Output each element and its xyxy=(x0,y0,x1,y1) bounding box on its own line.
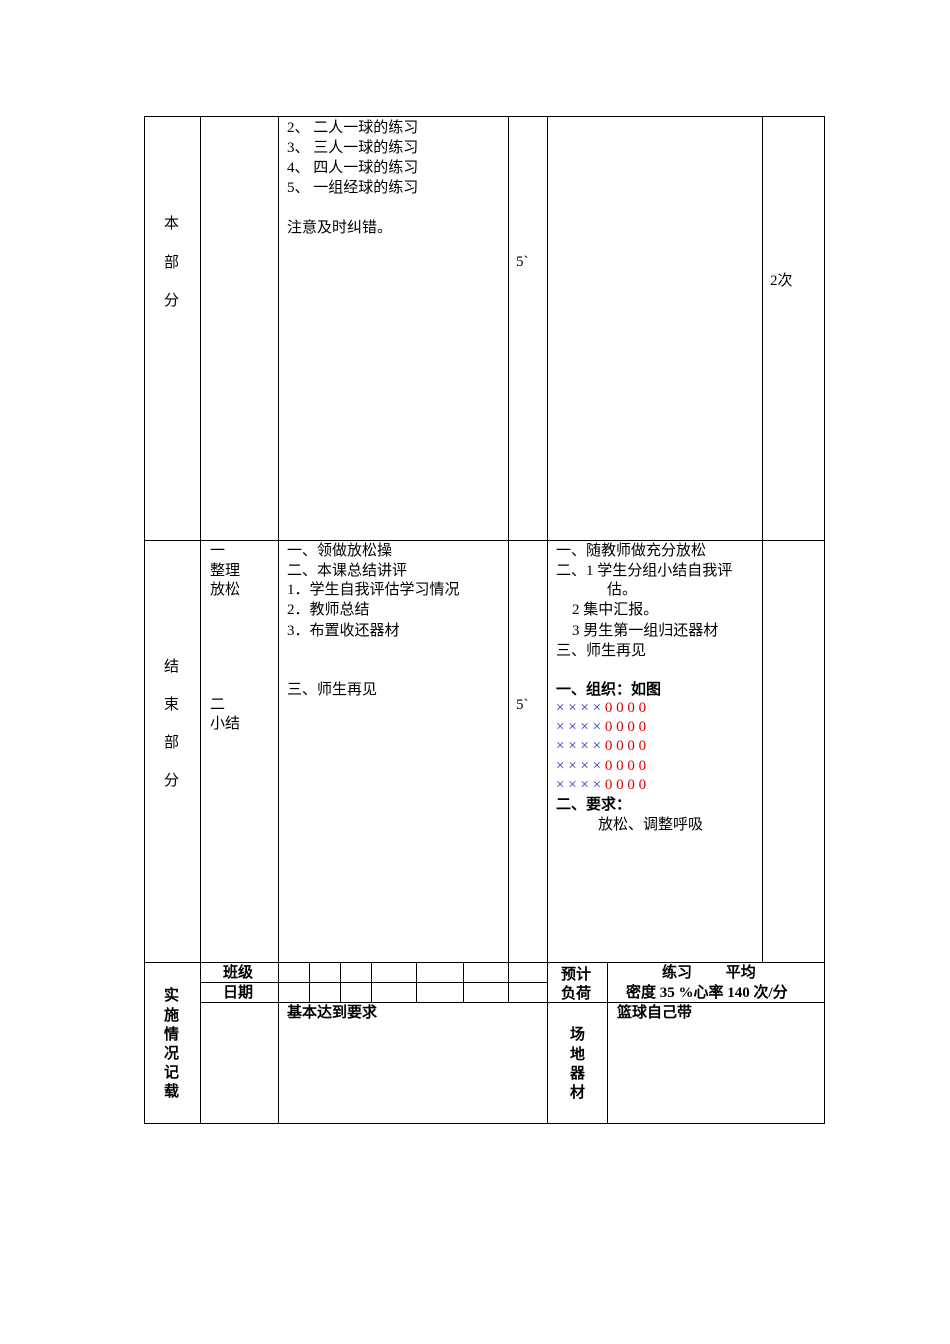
organization-title: 一、组织：如图 xyxy=(556,682,662,698)
venue-value: 篮球自己带 xyxy=(617,1005,693,1021)
load-value-1: 练习 平均 xyxy=(662,965,756,981)
formation-row: × × × × 0 0 0 0 xyxy=(556,700,647,716)
ending-time: 5` xyxy=(516,697,529,713)
load-value-2: 密度 35 %心率 140 次/分 xyxy=(626,985,788,1001)
load-label-2: 负荷 xyxy=(561,986,592,1002)
result-text: 基本达到要求 xyxy=(287,1005,378,1021)
main-time: 5` xyxy=(516,254,529,270)
formation-row: × × × × 0 0 0 0 xyxy=(556,758,647,774)
date-label: 日期 xyxy=(223,985,254,1001)
requirement-title: 二、要求： xyxy=(556,797,632,813)
main-count: 2次 xyxy=(770,273,793,289)
formation-row: × × × × 0 0 0 0 xyxy=(556,719,647,735)
requirement-text: 放松、调整呼吸 xyxy=(598,817,704,833)
formation-row: × × × × 0 0 0 0 xyxy=(556,738,647,754)
class-label: 班级 xyxy=(223,965,254,981)
formation-row: × × × × 0 0 0 0 xyxy=(556,777,647,793)
load-label-1: 预计 xyxy=(561,967,592,983)
